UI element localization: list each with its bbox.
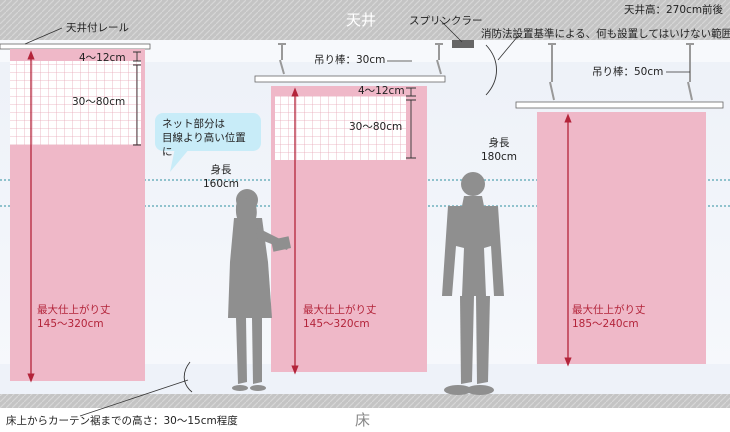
middle-net-bracket [406,99,416,159]
ceiling-height-label: 天井高：270cm前後 [624,4,724,16]
fire-code-note: 消防法設置基準による、何も設置してはいけない範囲 [481,28,730,40]
woman-silhouette-icon [228,189,292,391]
eye-level-callout: ネット部分は 目線より高い位置に [155,113,261,158]
man-height-caption: 身長 [488,137,510,149]
left-top-gap-label: 4〜12cm [79,52,126,64]
man-silhouette-icon [442,172,504,395]
floor-gap-note: 床上からカーテン裾までの高さ：30〜15cm程度 [6,415,238,427]
right-rail [515,101,724,109]
left-max-length-title: 最大仕上がり丈 [37,304,111,316]
right-rod-right [686,43,694,101]
sprinkler-label: スプリンクラー [409,15,483,27]
middle-net-height-label: 30〜80cm [349,121,403,133]
callout-line-1: ネット部分は [162,118,225,130]
right-max-length-title: 最大仕上がり丈 [572,304,646,316]
woman-height-value: 160cm [202,178,240,190]
middle-top-gap-bracket [406,87,416,97]
middle-max-length-value: 145〜320cm [303,318,370,330]
middle-max-length-title: 最大仕上がり丈 [303,304,377,316]
middle-rod-label: 吊り棒：30cm [314,54,386,66]
ceiling-rail-label: 天井付レール [66,22,129,34]
no-install-zone [0,40,730,62]
left-top-gap-bracket [133,51,141,62]
floor-gap-arc [183,361,193,393]
middle-rod-left [278,43,286,75]
sprinkler-icon [452,40,474,48]
middle-rail [254,75,446,83]
callout-line-2: 目線より高い位置に [162,132,246,159]
callout-tail [170,148,190,172]
right-max-length-value: 185〜240cm [572,318,639,330]
middle-top-gap-label: 4〜12cm [358,85,405,97]
left-net-height-label: 30〜80cm [72,96,126,108]
man-height-value: 180cm [480,151,518,163]
ceiling-rail [0,43,151,50]
right-rod-label: 吊り棒：50cm [592,66,664,78]
ceiling-label: 天井 [346,11,377,29]
woman-height-caption: 身長 [210,164,232,176]
right-rod-left [548,43,556,101]
left-net-bracket [133,64,141,146]
sprinkler-range-arc [485,44,497,96]
ceiling [0,0,730,40]
floor [0,394,730,408]
middle-rod-right [435,43,443,75]
floor-label: 床 [355,411,371,429]
left-max-length-value: 145〜320cm [37,318,104,330]
